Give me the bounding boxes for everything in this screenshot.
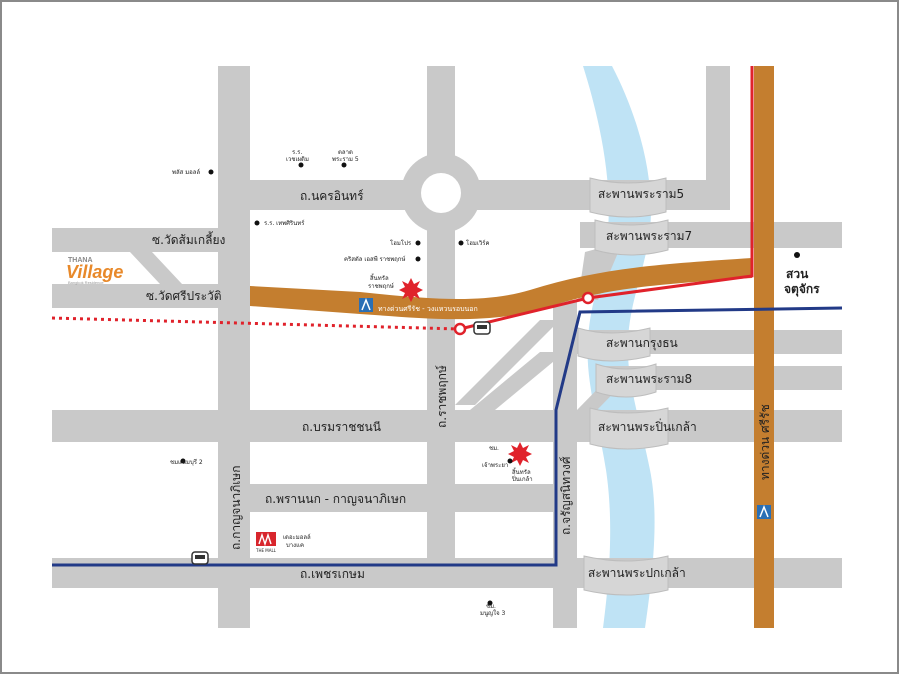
bridge-krungthon-arc	[577, 327, 651, 362]
central-logo-icon	[508, 442, 532, 466]
label-nakhon-in: ถ.นครอินทร์	[300, 189, 364, 203]
dot-marker-icon	[415, 240, 421, 246]
dot-marker-icon	[254, 220, 260, 226]
label-market-2: พระราม 5	[332, 156, 359, 163]
road-soi-si	[52, 284, 244, 308]
label-home-world: โฮมเวิร์ค	[466, 239, 490, 247]
station-circle-icon	[581, 291, 595, 305]
label-pradit-mall: พลัส มอลล์	[172, 168, 200, 176]
bridge-rama8-arc	[595, 363, 657, 398]
expressway-vertical	[754, 66, 774, 628]
label-phetkasem: ถ.เพชรเกษม	[300, 567, 365, 581]
train-icon	[473, 321, 491, 335]
brand-tagline: Bangkok Residence	[68, 280, 104, 285]
label-hospital-2: เวชเผดิม	[286, 156, 309, 163]
expressway-sign-icon	[757, 504, 771, 519]
blue-rail-line	[52, 306, 843, 567]
label-charan: ถ.จรัญสนิทวงศ์	[559, 456, 573, 535]
road-soi-som	[52, 228, 244, 252]
bridge-phrapokklao-arc	[583, 555, 669, 596]
label-school-b-2: มนูญใจ 3	[480, 609, 506, 617]
dot-marker-icon	[794, 252, 800, 258]
label-ratchaphruek: ถ.ราชพฤกษ์	[435, 365, 449, 428]
dot-marker-icon	[208, 169, 214, 175]
red-rail-line	[51, 66, 754, 336]
blue-line-path	[52, 306, 843, 567]
label-bridge-pinklao: สะพานพระปิ่นเกล้า	[598, 418, 697, 434]
label-kanchanaphisek: ถ.กาญจนาภิเษก	[229, 466, 243, 550]
dot-marker-icon	[415, 256, 421, 262]
red-line-solid	[459, 66, 754, 331]
label-bridge-krungthon: สะพานกรุงธน	[606, 336, 678, 351]
expressway-sign-icon	[359, 297, 373, 312]
label-school-thepsirin: ร.ร. เทพศิรินทร์	[264, 219, 305, 227]
bridge-rama5-arc	[589, 177, 667, 218]
central-logo-icon	[399, 278, 423, 302]
bridge-rama7-arc	[594, 219, 669, 256]
dot-marker-icon	[487, 600, 493, 606]
label-hospital-1: ร.ร.	[292, 149, 302, 156]
dot-marker-icon	[458, 240, 464, 246]
label-chatuchak-1: สวน	[786, 267, 809, 281]
station-circle-icon	[453, 322, 467, 336]
label-central-pk-2: ปิ่นเกล้า	[511, 475, 532, 483]
label-crystal: คริสตัล เอสพี ราชพฤกษ์	[344, 255, 406, 263]
label-central-rp-2: ราชพฤกษ์	[368, 282, 394, 290]
dot-marker-icon	[298, 162, 304, 168]
dot-marker-icon	[341, 162, 347, 168]
bridge-pinklao-arc	[589, 407, 669, 450]
roundabout-center	[421, 173, 461, 213]
road-kanchanaphisek	[218, 66, 250, 628]
label-mall-2: บางแค	[286, 542, 304, 549]
label-phran-nok: ถ.พรานนก - กาญจนาภิเษก	[265, 492, 406, 506]
bridge-overlays	[577, 177, 669, 596]
label-expressway-vertical: ทางด่วน ศรีรัช	[758, 404, 772, 480]
label-chatuchak-2: จตุจักร	[784, 282, 820, 297]
label-expressway-horizontal: ทางด่วนศรีรัช - วงแหวนรอบนอก	[378, 305, 478, 313]
label-central-rp-1: สิ้นทรัล	[370, 272, 389, 282]
label-school-b-1: ชม.	[486, 603, 496, 610]
label-soi-si: ซ.วัดศรีประวัติ	[146, 289, 222, 303]
dot-marker-icon	[180, 458, 186, 464]
label-central-pk-1: สิ้นทรัล	[512, 466, 531, 476]
road-soi-link	[130, 252, 182, 284]
label-hospital-b-1: ชม.	[489, 445, 499, 452]
label-bridge-rama8: สะพานพระราม8	[606, 372, 692, 386]
label-market-1: ตลาด	[338, 149, 353, 156]
label-homepro: โฮมโปร	[390, 239, 412, 247]
road-network	[52, 66, 842, 628]
label-mall-logo: THE MALL	[255, 548, 277, 553]
label-bridge-rama5: สะพานพระราม5	[598, 187, 684, 201]
dot-marker-icon	[507, 458, 513, 464]
brand-logo: Village	[66, 262, 123, 282]
road-diagonal-b	[470, 352, 565, 410]
brand-top: THANA	[68, 257, 93, 264]
road-phetkasem	[52, 558, 842, 588]
label-borommaratchachonnani: ถ.บรมราชชนนี	[302, 420, 381, 434]
red-line-dotted	[51, 316, 461, 331]
label-soi-som: ซ.วัดส้มเกลี้ยง	[152, 231, 225, 247]
dot-markers	[180, 162, 800, 606]
expressway-horizontal	[250, 258, 752, 320]
label-mall-1: เดอะมอลล์	[283, 533, 311, 541]
road-phran-nok	[250, 484, 553, 512]
train-icon	[191, 551, 209, 565]
road-borommaratchachonnani	[52, 410, 842, 442]
road-diagonal-a	[455, 320, 560, 405]
label-taweewattana: ชมแขมบุรี 2	[170, 458, 203, 466]
label-bridge-rama7: สะพานพระราม7	[606, 229, 692, 243]
label-hospital-b-2: เจ้าพระยา	[482, 462, 508, 469]
label-bridge-phrapokklao: สะพานพระปกเกล้า	[588, 566, 686, 580]
mall-logo-icon	[256, 532, 276, 547]
